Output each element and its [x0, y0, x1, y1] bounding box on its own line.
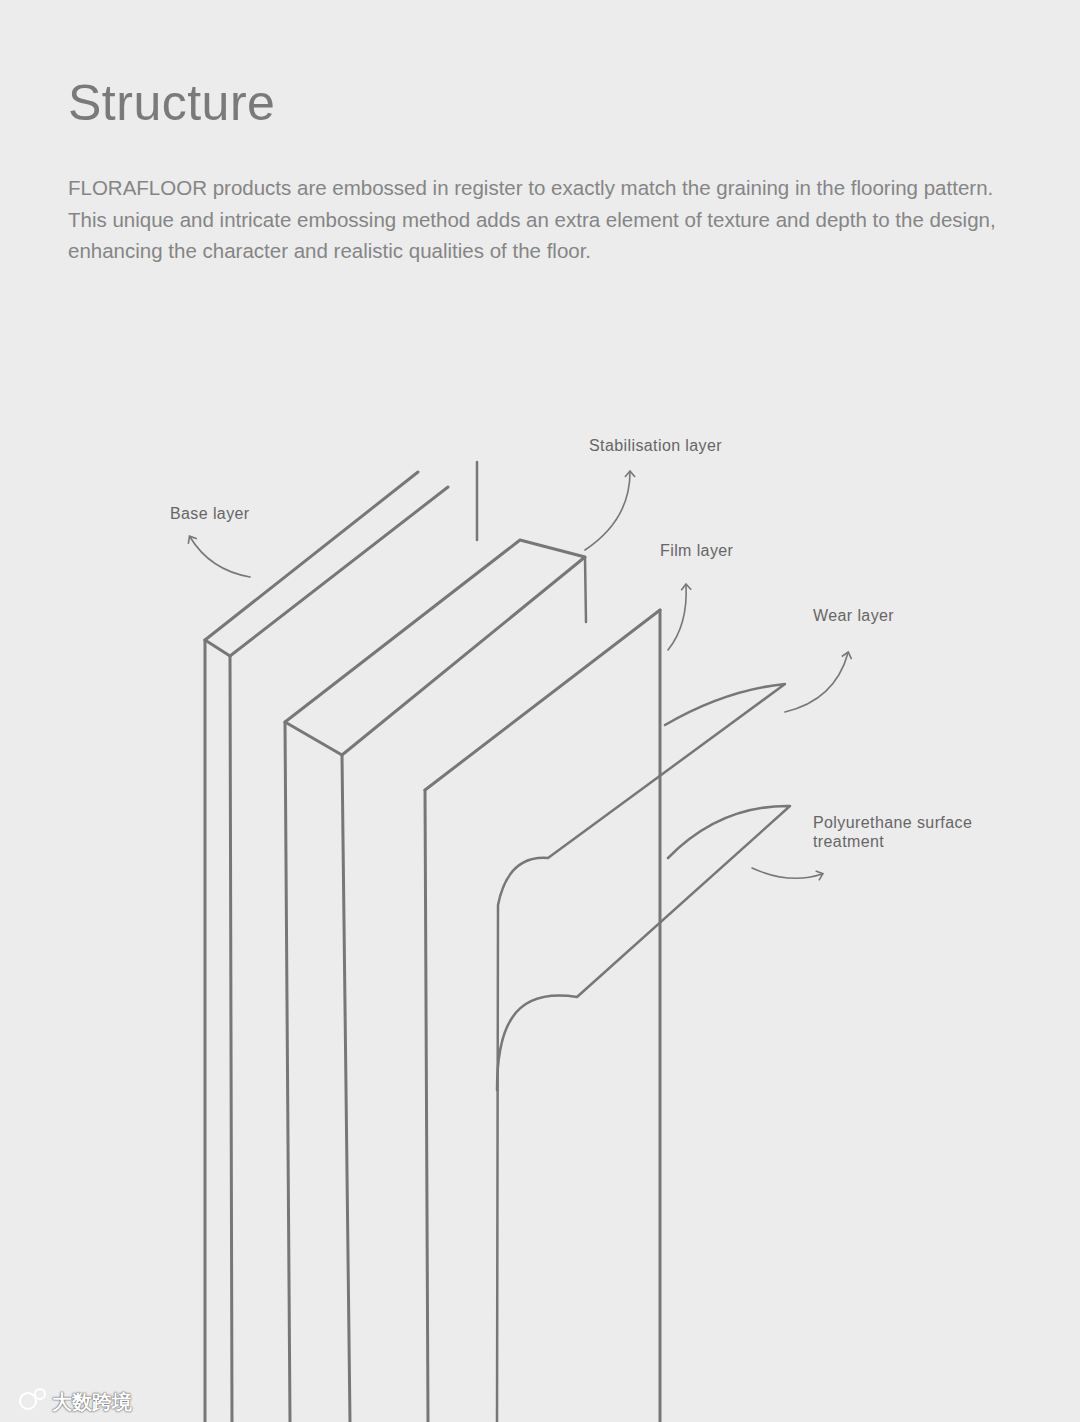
stabilisation-edge: [342, 755, 350, 1422]
base-edge: [205, 472, 418, 640]
base-edge: [230, 656, 232, 1422]
polyurethane-layer: [497, 806, 790, 1090]
base-edge: [476, 462, 479, 540]
watermark: 大数跨境: [52, 1389, 132, 1416]
leader-arrow: [668, 585, 686, 650]
film-edge: [425, 790, 428, 1422]
leader-arrow: [585, 472, 630, 550]
base-edge: [230, 487, 448, 656]
stabilisation-edge: [285, 722, 290, 1422]
film-edge: [659, 610, 662, 1422]
stabilisation-top: [285, 540, 585, 755]
leader-arrow: [190, 537, 250, 577]
layer-label: Polyurethane surface treatment: [813, 813, 973, 851]
page-title: Structure: [68, 74, 275, 132]
base-edge: [204, 640, 207, 1422]
layer-label: Base layer: [170, 504, 250, 523]
layer-label: Film layer: [660, 541, 733, 560]
stabilisation-edge: [585, 557, 586, 622]
film-edge: [425, 610, 660, 790]
layer-label: Wear layer: [813, 606, 894, 625]
wear-layer: [497, 684, 785, 1422]
watermark-logo: [20, 1389, 45, 1409]
base-edge: [205, 640, 230, 656]
leader-arrow: [752, 868, 822, 878]
leader-arrow: [785, 653, 848, 712]
intro-text: FLORAFLOOR products are embossed in regi…: [68, 172, 1018, 267]
layer-label: Stabilisation layer: [589, 436, 722, 455]
